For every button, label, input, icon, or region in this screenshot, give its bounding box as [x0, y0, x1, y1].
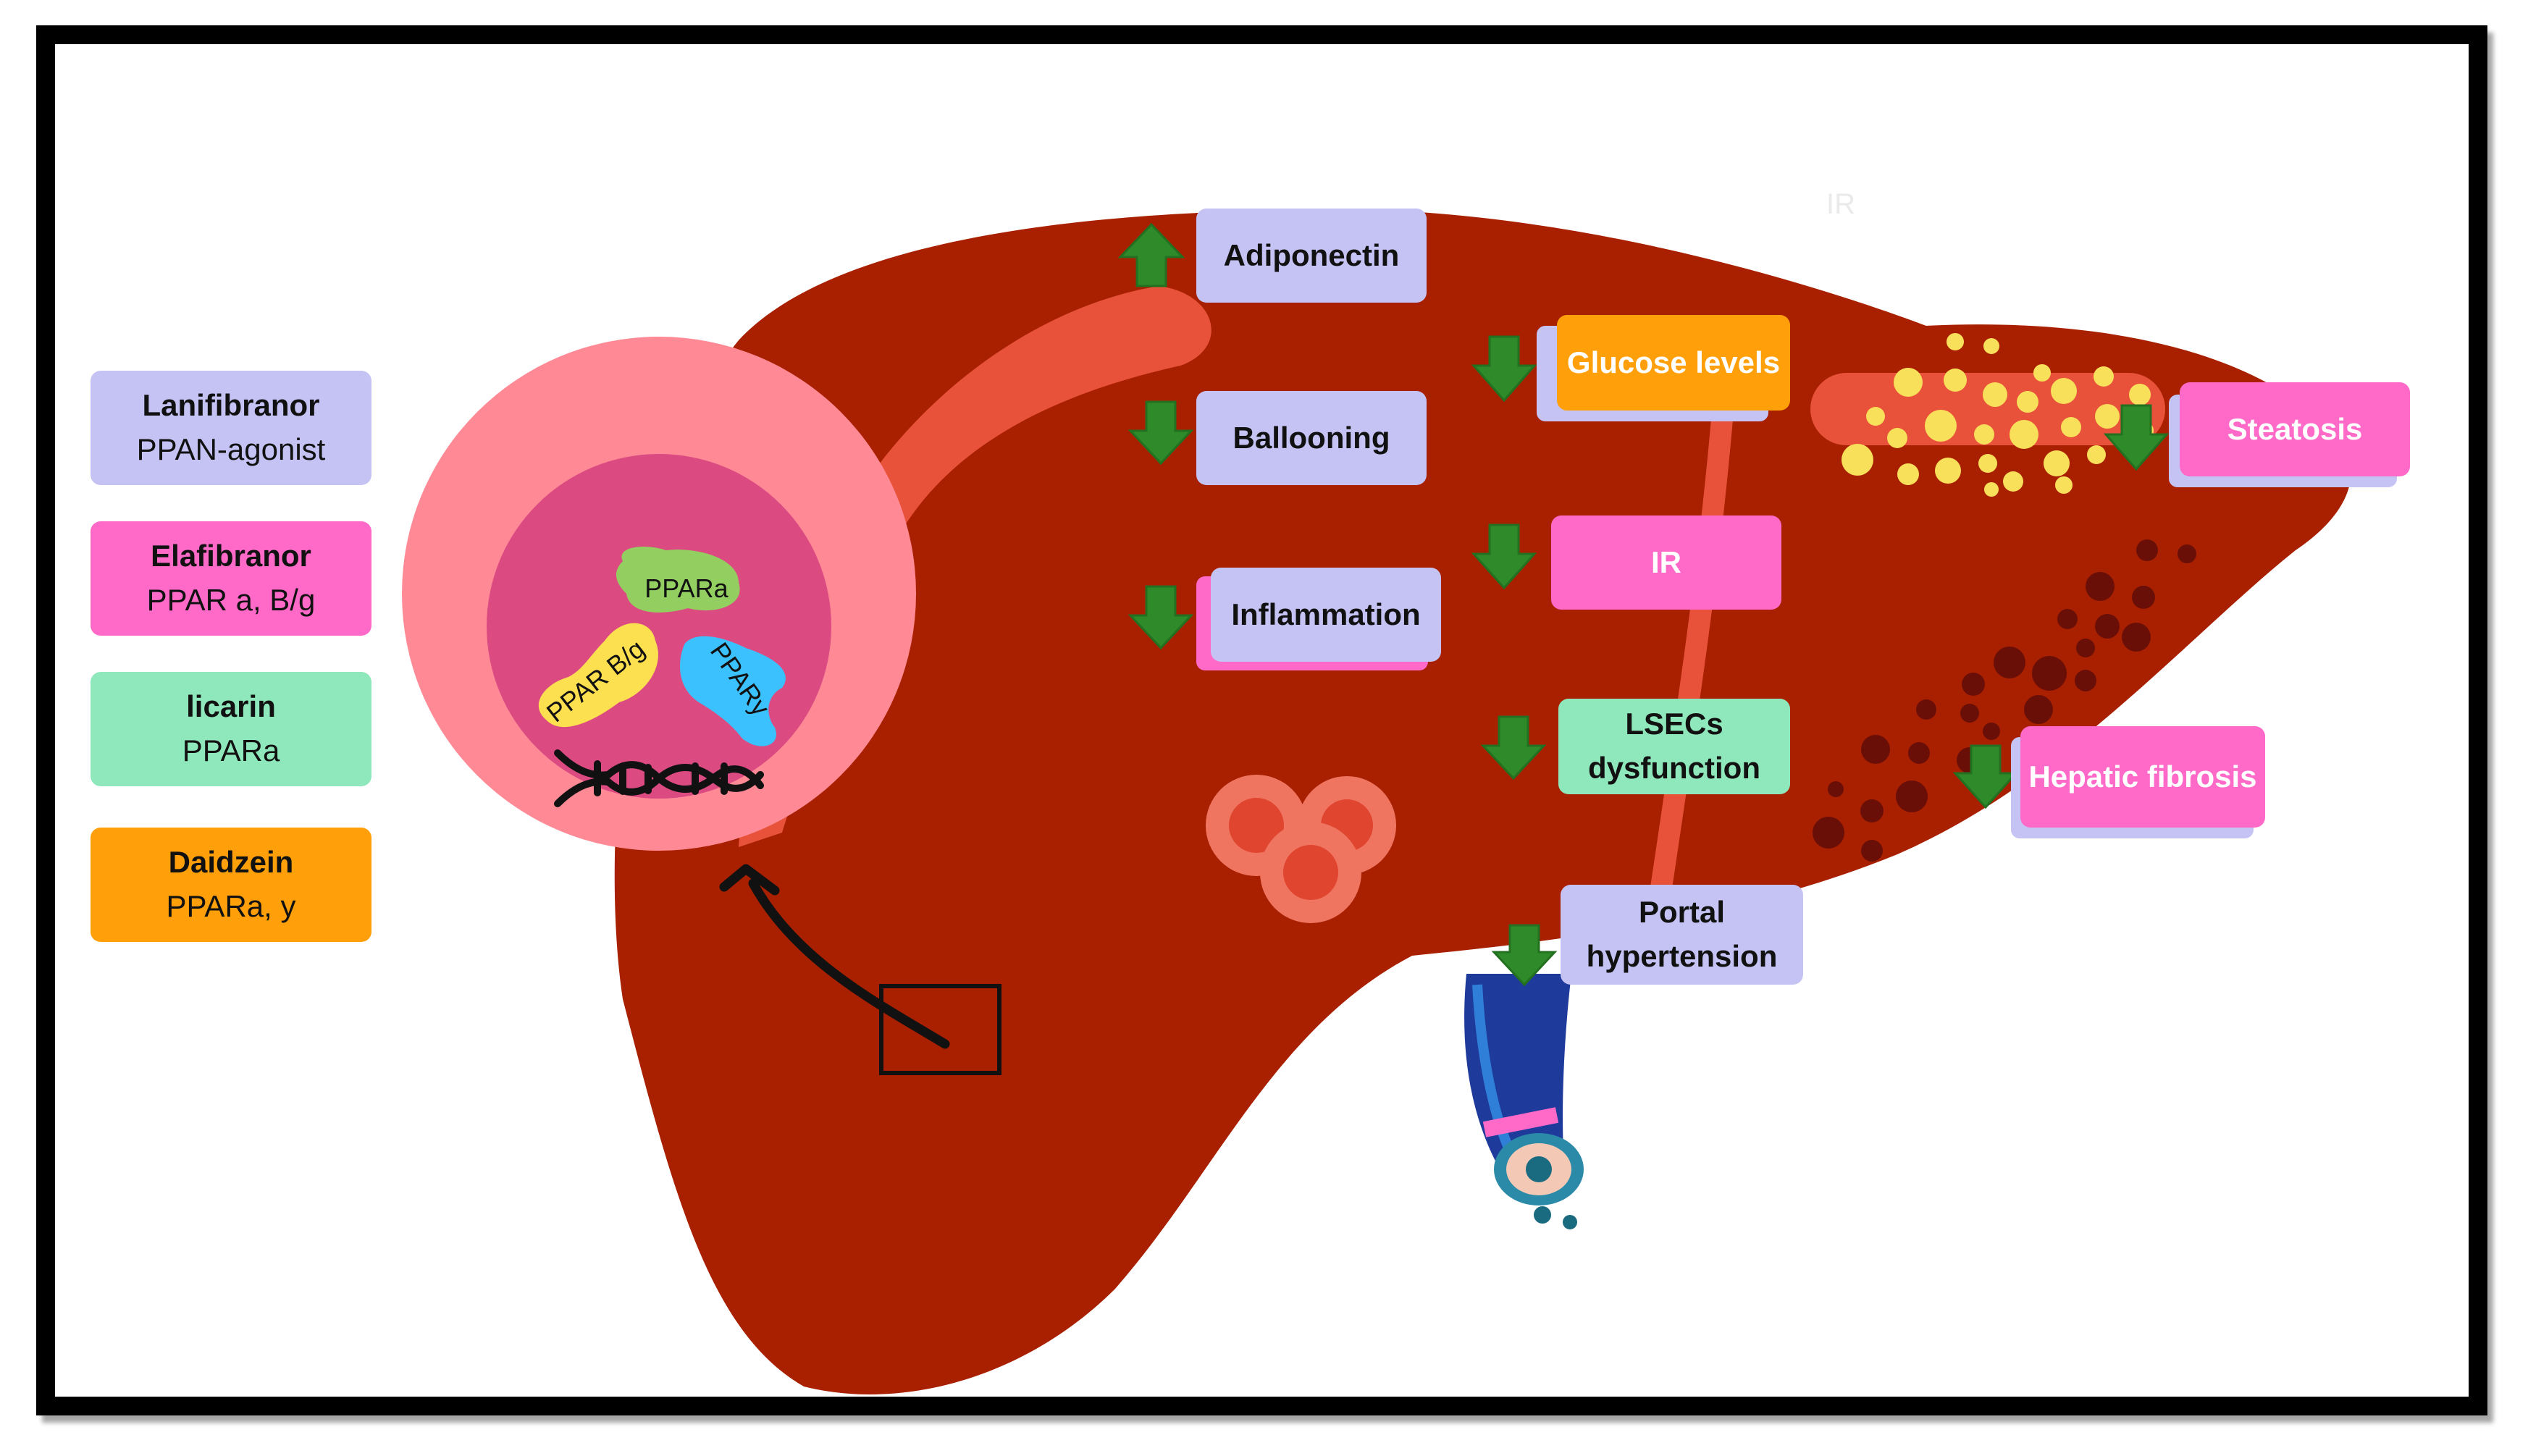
cell-nucleus — [487, 454, 831, 799]
fibrosis-spots — [1813, 539, 2196, 862]
legend-name: Elafibranor — [151, 539, 311, 573]
portal-vessel — [1464, 974, 1584, 1229]
label-portal-hypertension: Portal hypertension — [1561, 885, 1803, 985]
legend-sub: PPAR a, B/g — [146, 583, 316, 617]
arrow-down-icon — [1952, 744, 2019, 809]
ppara-blob — [616, 547, 740, 613]
legend-name: Daidzein — [168, 845, 294, 880]
arrow-up-icon — [1117, 222, 1185, 287]
label-ballooning: Ballooning — [1196, 391, 1427, 485]
label-inflammation: Inflammation — [1211, 568, 1441, 662]
arrow-down-icon — [1471, 335, 1537, 403]
legend-name: licarin — [186, 689, 276, 724]
arrow-down-icon — [1127, 585, 1194, 650]
legend-sub: PPARa — [182, 733, 280, 767]
label-portal-line1: Portal — [1638, 895, 1726, 930]
blood-cells — [1206, 775, 1396, 923]
legend-sub: PPARa, y — [166, 889, 296, 923]
label-steatosis: Steatosis — [2180, 382, 2410, 476]
ppar-bg-blob — [538, 623, 658, 728]
zoom-arrowhead — [719, 864, 780, 896]
label-lsecs-line2: dysfunction — [1588, 751, 1760, 785]
vein-line — [1640, 391, 1734, 967]
label-portal-line2: hypertension — [1586, 939, 1778, 973]
arrow-down-icon — [1127, 400, 1194, 466]
label-glucose-levels: Glucose levels — [1557, 315, 1790, 411]
legend-licarin: licarin PPARa — [91, 672, 371, 786]
zoom-box — [879, 984, 1001, 1075]
legend-sub: PPAN-agonist — [136, 432, 326, 466]
arrow-down-icon — [1471, 523, 1537, 590]
label-lsecs-dysfunction: LSECs dysfunction — [1558, 699, 1790, 794]
legend-daidzein: Daidzein PPARa, y — [91, 828, 371, 942]
arrow-down-icon — [1480, 715, 1547, 780]
receptor-label-ppara: PPARa — [644, 573, 728, 603]
label-adiponectin: Adiponectin — [1196, 209, 1427, 303]
label-ir: IR — [1551, 516, 1781, 610]
dna-helix — [554, 749, 764, 807]
fat-droplets — [1842, 333, 2154, 497]
label-hepatic-fibrosis: Hepatic fibrosis — [2020, 726, 2265, 828]
ppary-blob — [680, 636, 786, 746]
legend-elafibranor: Elafibranor PPAR a, B/g — [91, 521, 371, 636]
arrow-icons — [1117, 222, 2170, 987]
zoom-arrow — [748, 878, 950, 1049]
ghost-ir-text: IR — [1826, 188, 1855, 220]
legend-lanifibranor: Lanifibranor PPAN-agonist — [91, 371, 371, 485]
liver-shape — [614, 209, 2351, 1394]
arrow-down-icon — [2103, 404, 2170, 471]
arrow-down-icon — [1491, 924, 1558, 987]
label-lsecs-line1: LSECs — [1625, 707, 1723, 741]
legend-name: Lanifibranor — [142, 388, 320, 423]
